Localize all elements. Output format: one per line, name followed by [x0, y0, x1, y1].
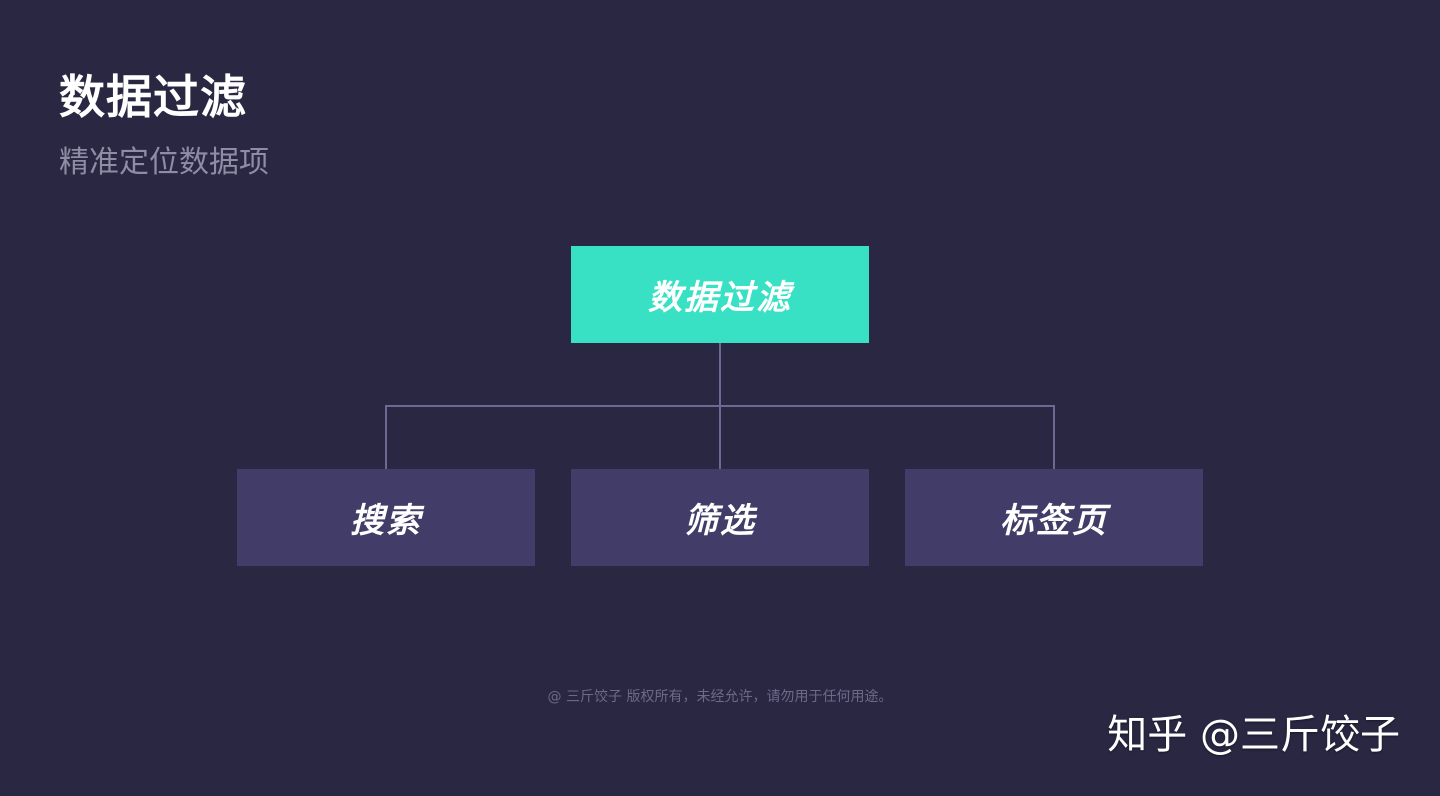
- diagram-node-tabs: 标签页: [905, 469, 1203, 566]
- zhihu-watermark: 知乎 @三斤饺子: [1107, 712, 1400, 758]
- diagram-node-label: 标签页: [1000, 501, 1108, 541]
- page-title: 数据过滤: [59, 70, 247, 124]
- copyright-note: @ 三斤饺子 版权所有，未经允许，请勿用于任何用途。: [547, 689, 893, 705]
- diagram-node-filter: 筛选: [571, 469, 869, 566]
- diagram-root-label: 数据过滤: [648, 278, 792, 318]
- diagram-node-search: 搜索: [237, 469, 535, 566]
- diagram-node-label: 筛选: [684, 501, 756, 541]
- diagram-node-label: 搜索: [350, 501, 422, 541]
- diagram-root-node: 数据过滤: [571, 246, 869, 343]
- page-subtitle: 精准定位数据项: [59, 145, 269, 180]
